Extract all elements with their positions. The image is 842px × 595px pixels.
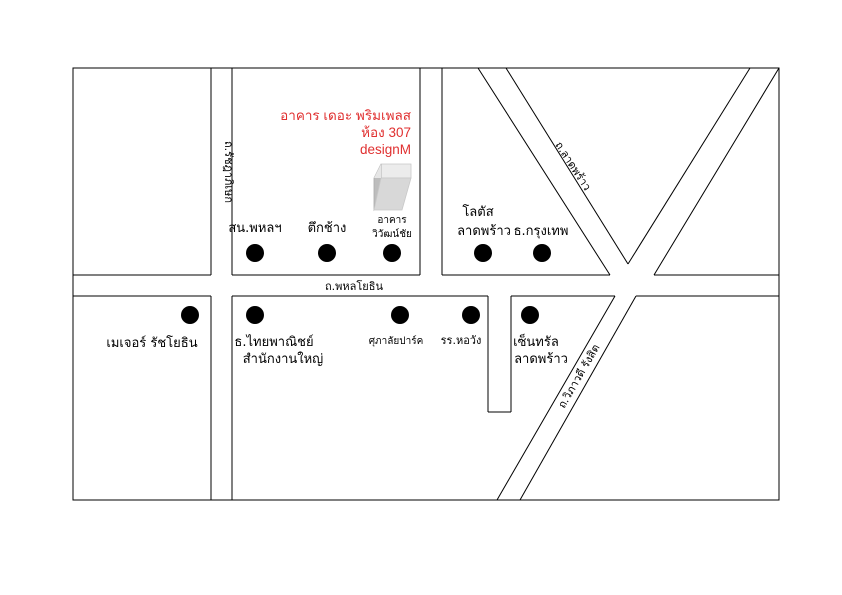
landmark-labels: สน.พหลฯ ตึกช้าง อาคาร วิวัฒน์ชัย โลตัส ล… [106, 204, 568, 367]
marker-lotus [474, 244, 492, 262]
label-major: เมเจอร์ รัชโยธิน [106, 335, 197, 351]
label-thai-panich-2: สำนักงานใหญ่ [243, 351, 324, 367]
marker-thai-panich [246, 306, 264, 324]
marker-sn-phahon [246, 244, 264, 262]
road-edge [627, 67, 751, 265]
building-icon [373, 163, 412, 212]
marker-tuk-chang [318, 244, 336, 262]
marker-wiwat-chai [383, 244, 401, 262]
label-central-1: เซ็นทรัล [513, 332, 559, 350]
label-suphalai: ศุภาลัยปาร์ค [369, 335, 424, 347]
road-label-rat-uthit: ถ.รัชฎาภิเษก [222, 141, 235, 203]
road-edge [653, 67, 780, 276]
road-edge [477, 67, 611, 276]
label-sn-phahon: สน.พหลฯ [228, 221, 281, 236]
label-central-2: ลาดพร้าว [514, 352, 568, 367]
label-thai-panich-1: ธ.ไทยพาณิชย์ [234, 334, 313, 350]
label-lotus-2: ลาดพร้าว [457, 224, 511, 239]
marker-ho-wang [462, 306, 480, 324]
destination-company: designM [360, 142, 411, 157]
destination-label: อาคาร เดอะ พริมเพลส ห้อง 307 designM [280, 108, 411, 157]
label-ho-wang: รร.หอวัง [441, 334, 482, 347]
road-edge [505, 67, 629, 265]
road-edge [519, 295, 637, 501]
road-label-phahon-yothin: ถ.พหลโยธิน [325, 279, 383, 293]
map-frame [72, 67, 780, 501]
marker-central [521, 306, 539, 324]
city-blocks [73, 67, 780, 501]
label-bangkok-bank: ธ.กรุงเทพ [514, 224, 569, 239]
label-wiwat-chai-1: อาคาร [377, 215, 407, 226]
marker-suphalai [391, 306, 409, 324]
landmark-markers [181, 244, 551, 324]
label-wiwat-chai-2: วิวัฒน์ชัย [372, 228, 412, 240]
destination-room: ห้อง 307 [361, 125, 411, 140]
label-tuk-chang: ตึกช้าง [308, 221, 347, 236]
destination-building-name: อาคาร เดอะ พริมเพลส [280, 108, 411, 123]
marker-major [181, 306, 199, 324]
road-edge [496, 295, 616, 501]
label-lotus-1: โลตัส [462, 204, 493, 220]
marker-bangkok-bank [533, 244, 551, 262]
